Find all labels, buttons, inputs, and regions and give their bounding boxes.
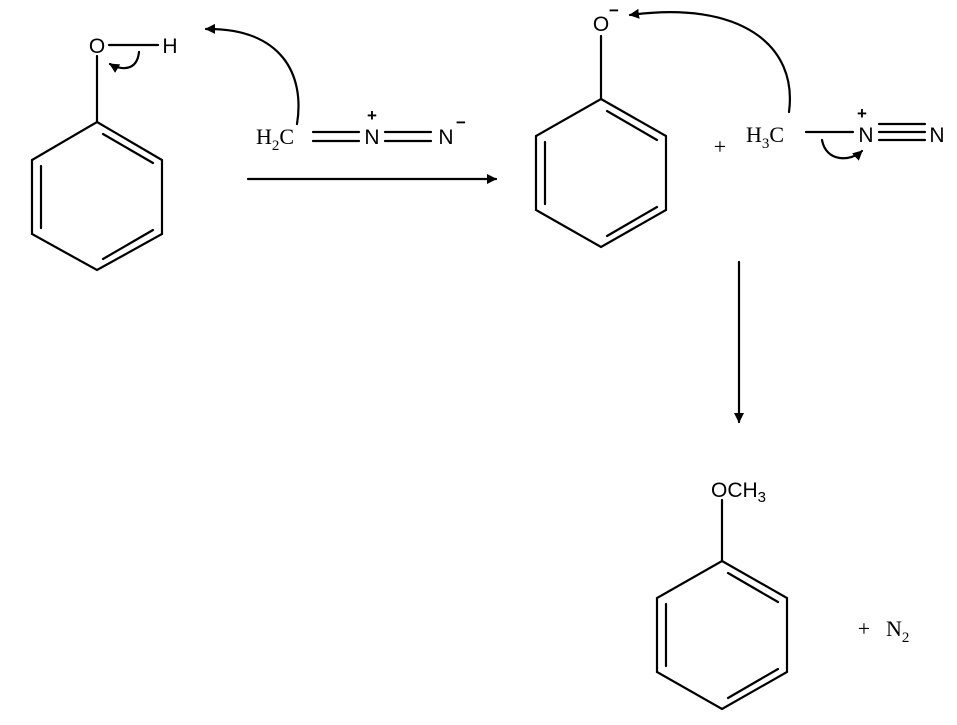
phenol-h-label: H — [162, 35, 177, 58]
phenoxide-o-label: O — [593, 13, 609, 36]
methyldiazonium-n2-label: N — [929, 124, 944, 147]
proton-transfer-arrow — [204, 23, 300, 126]
methyldiazonium-n1-charge: + — [857, 104, 867, 123]
anisole-ring — [655, 559, 789, 711]
diazomethane-ch2-label: H2C — [256, 124, 294, 154]
phenol-o-label: O — [89, 35, 105, 58]
diazomethane-n1-label: N — [364, 126, 379, 149]
phenoxide-ring — [534, 97, 668, 249]
methyldiazonium-ch3-label: H3C — [746, 122, 784, 152]
phenoxide-o-charge: − — [609, 1, 619, 20]
oh-bond-to-o-arrow — [108, 50, 141, 73]
methyldiazonium-n1-label: N — [858, 124, 873, 147]
diazomethane-n2-label: N — [438, 126, 453, 149]
nitrogen-gas-label: N2 — [886, 616, 909, 646]
diazomethane-n1-charge: + — [367, 106, 377, 125]
leaving-group-arrow — [820, 138, 864, 161]
phenol-ring — [30, 120, 164, 272]
diazomethane-n2-charge: − — [456, 113, 466, 132]
anisole-och3-label: OCH3 — [711, 479, 766, 506]
intermediate-plus-sign: + — [714, 134, 726, 159]
product-plus-sign: + — [858, 616, 870, 641]
nucleophilic-attack-arrow — [628, 8, 792, 114]
